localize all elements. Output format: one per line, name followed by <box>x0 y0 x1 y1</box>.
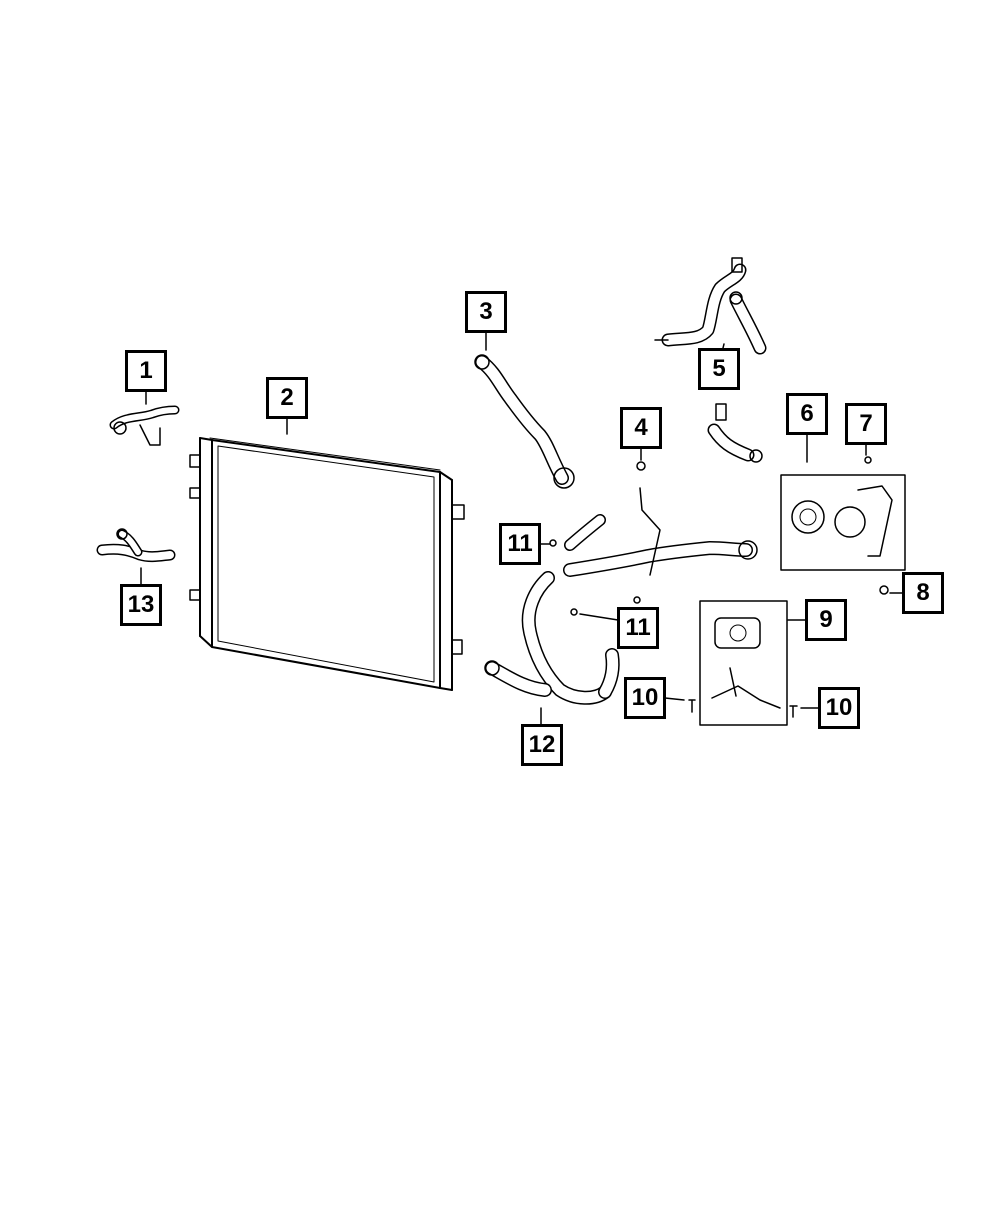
callout-7[interactable]: 7 <box>845 403 887 445</box>
callout-9-label: 9 <box>819 606 833 633</box>
callout-2[interactable]: 2 <box>266 377 308 419</box>
callout-13[interactable]: 13 <box>120 584 162 626</box>
callout-12-label: 12 <box>528 731 556 758</box>
callout-10a-label: 10 <box>631 684 659 711</box>
callout-7-label: 7 <box>859 410 873 437</box>
callout-2-label: 2 <box>280 384 294 411</box>
callout-3[interactable]: 3 <box>465 291 507 333</box>
callout-8[interactable]: 8 <box>902 572 944 614</box>
part-8-bolt <box>879 585 889 595</box>
part-10-bolts <box>688 699 798 718</box>
callout-4[interactable]: 4 <box>620 407 662 449</box>
callout-12[interactable]: 12 <box>521 724 563 766</box>
callout-6[interactable]: 6 <box>786 393 828 435</box>
callout-11b[interactable]: 11 <box>617 607 659 649</box>
part-12-hose <box>484 487 758 705</box>
part-4-nut <box>636 461 646 471</box>
part-13-hose <box>96 528 176 563</box>
callout-11a[interactable]: 11 <box>499 523 541 565</box>
part-5-hose <box>654 257 767 463</box>
callout-1-label: 1 <box>139 357 153 384</box>
callout-9[interactable]: 9 <box>805 599 847 641</box>
callout-1[interactable]: 1 <box>125 350 167 392</box>
callout-3-label: 3 <box>479 298 493 325</box>
callout-10b[interactable]: 10 <box>818 687 860 729</box>
part-6-7-pump-box <box>780 456 906 571</box>
callout-10a[interactable]: 10 <box>624 677 666 719</box>
callout-11b-label: 11 <box>625 614 651 641</box>
part-2-radiator <box>189 437 465 691</box>
callout-13-label: 13 <box>127 591 155 618</box>
part-3-hose <box>474 354 575 489</box>
callout-5-label: 5 <box>712 355 726 382</box>
callout-8-label: 8 <box>916 579 930 606</box>
callout-4-label: 4 <box>634 414 648 441</box>
callout-6-label: 6 <box>800 400 814 427</box>
callout-10b-label: 10 <box>825 694 853 721</box>
part-1-hose <box>109 405 180 446</box>
part-9-pump-box <box>699 600 788 726</box>
part-11-nuts <box>549 539 641 616</box>
callout-5[interactable]: 5 <box>698 348 740 390</box>
callout-11a-label: 11 <box>507 530 533 557</box>
